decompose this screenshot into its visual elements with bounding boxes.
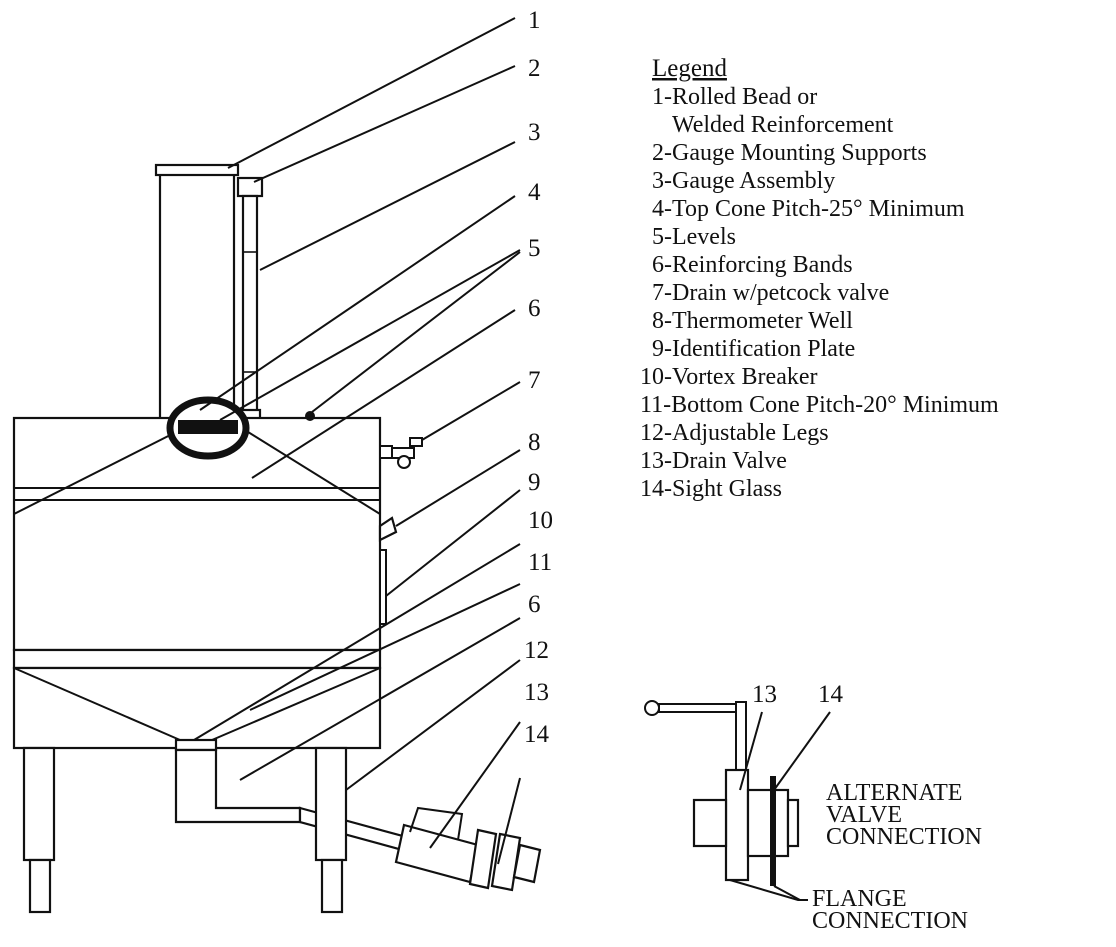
sight-glass-flange-1 (468, 828, 498, 890)
identification-plate (379, 549, 387, 625)
callout-6a: 6 (528, 295, 541, 322)
sight-glass-flange-2 (490, 832, 522, 892)
leg-left-lower (28, 858, 52, 914)
leg-right-upper (314, 746, 348, 862)
legend-item-11: 11-Bottom Cone Pitch-20° Minimum (640, 392, 999, 418)
callout-10: 10 (528, 507, 553, 534)
callout-3: 3 (528, 119, 541, 146)
callout-6b: 6 (528, 591, 541, 618)
caption-alternate-1: ALTERNATE (826, 780, 962, 806)
rolled-bead-top (154, 163, 240, 177)
callout-11: 11 (528, 549, 552, 576)
legend-item-5: 5-Levels (652, 224, 736, 250)
alt-valve-handle (658, 703, 742, 713)
caption-flange-2: CONNECTION (812, 908, 968, 934)
caption-alternate-2: VALVE (826, 802, 902, 828)
legend-item-9: 9-Identification Plate (652, 336, 855, 362)
callout-13: 13 (524, 679, 549, 706)
legend-item-12: 12-Adjustable Legs (640, 420, 829, 446)
drain-valve-body (394, 823, 480, 884)
alt-pipe-right (786, 798, 800, 848)
detail-callout-14: 14 (818, 681, 844, 708)
callout-2: 2 (528, 55, 541, 82)
legend-title: Legend (652, 55, 727, 82)
callout-5: 5 (528, 235, 541, 262)
captions: ALTERNATE VALVE CONNECTION FLANGE CONNEC… (812, 780, 982, 934)
sight-glass-end (512, 843, 542, 884)
callout-1: 1 (528, 7, 541, 34)
gauge-standpipe (158, 170, 236, 434)
leader-lines (193, 17, 521, 865)
legend: Legend 1-Rolled Bead or Welded Reinforce… (640, 55, 999, 502)
legend-item-10: 10-Vortex Breaker (640, 364, 818, 390)
callout-7: 7 (528, 367, 541, 394)
callout-9: 9 (528, 469, 541, 496)
legend-item-6: 6-Reinforcing Bands (652, 252, 853, 278)
alt-valve-body (724, 768, 750, 882)
alt-pipe-left (692, 798, 728, 848)
legend-item-8: 8-Thermometer Well (652, 308, 853, 334)
bottom-band (12, 648, 382, 670)
callout-numbers: 1 2 3 4 5 6 7 8 9 10 11 6 12 13 14 (524, 7, 553, 748)
caption-alternate-3: CONNECTION (826, 824, 982, 850)
legend-item-3: 3-Gauge Assembly (652, 168, 835, 194)
caption-flange-1: FLANGE (812, 886, 907, 912)
legend-item-1: 1-Rolled Bead or (652, 84, 817, 110)
legend-item-1-cont: Welded Reinforcement (672, 112, 894, 138)
level-bubble (305, 411, 315, 421)
legend-item-13: 13-Drain Valve (640, 448, 787, 474)
alt-flange (770, 776, 776, 886)
leg-right-lower (320, 858, 344, 914)
drain-pipe (174, 748, 302, 824)
vortex-breaker (174, 738, 218, 752)
detail-callout-13: 13 (752, 681, 777, 708)
thermometer-well (378, 516, 398, 542)
callout-8: 8 (528, 429, 541, 456)
alt-valve-knob (644, 700, 660, 716)
legend-item-2: 2-Gauge Mounting Supports (652, 140, 927, 166)
drain-valve-handle (409, 806, 464, 841)
petcock-valve (379, 437, 423, 469)
leg-left-upper (22, 746, 56, 862)
alternate-valve-detail: 13 14 (644, 681, 844, 901)
alt-valve-stem (735, 701, 747, 771)
callout-4: 4 (528, 179, 541, 206)
legend-item-14: 14-Sight Glass (640, 476, 782, 502)
callout-12: 12 (524, 637, 549, 664)
callout-14: 14 (524, 721, 550, 748)
bottom-section (12, 666, 382, 750)
level-base (178, 420, 238, 434)
alt-sight-glass (746, 788, 790, 858)
legend-item-4: 4-Top Cone Pitch-25° Minimum (652, 196, 965, 222)
legend-item-7: 7-Drain w/petcock valve (652, 280, 889, 306)
tank-drawing (12, 163, 542, 914)
gauge-assembly-tube (241, 194, 259, 430)
